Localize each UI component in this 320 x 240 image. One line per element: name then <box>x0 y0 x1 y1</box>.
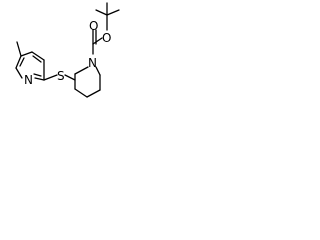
bond-pyr-n-c6 <box>15 67 23 79</box>
bond-sulfur-to-pyridine <box>43 74 58 81</box>
bond-pyr-c5-to-methyl <box>16 41 22 57</box>
atom-label-ester-oxygen: O <box>102 31 111 45</box>
bond-pip-c3-c4 <box>74 88 88 98</box>
bond-pyr-c4-c3 <box>31 51 45 61</box>
piperidine-ring <box>74 66 101 98</box>
bond-tbu-methyl-left <box>95 9 108 16</box>
atom-label-piperidine-nitrogen: N <box>88 56 97 70</box>
bond-pyr-c2-n <box>34 77 45 81</box>
pyridine-ring <box>15 51 45 81</box>
atom-label-sulfur: S <box>57 69 65 83</box>
carbamate-group <box>92 29 103 55</box>
tert-butyl-group <box>95 2 120 31</box>
thioether-link <box>43 74 76 81</box>
bond-tbu-methyl-right <box>106 9 120 16</box>
bond-pip-c4-c5 <box>86 89 101 98</box>
bond-pyr-c2-n-inner <box>33 73 42 77</box>
bond-pyr-c6-c5 <box>15 55 22 69</box>
bond-ester-oxygen-to-carbonyl <box>92 37 103 45</box>
bond-pip-c6-n <box>95 66 101 76</box>
atom-label-pyridine-nitrogen: N <box>24 73 33 87</box>
methyl-substituent <box>16 41 22 57</box>
bond-pip-c3-to-sulfur <box>64 74 76 81</box>
bond-pip-n-c2 <box>74 66 89 75</box>
molecule-structure: O O N S N <box>15 2 120 98</box>
bond-pyr-c5-c4 <box>20 51 33 57</box>
bond-pyr-c4-c3-inner <box>32 55 42 63</box>
atom-label-carbonyl-oxygen: O <box>89 19 98 33</box>
bond-pyr-c6-c5-inner <box>19 57 25 67</box>
